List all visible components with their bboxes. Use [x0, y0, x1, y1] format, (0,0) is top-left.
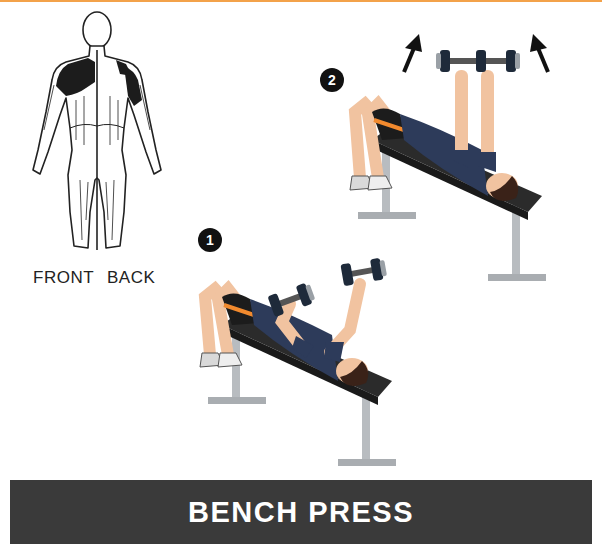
highlighted-muscles: [56, 58, 142, 106]
callout-circle: [320, 68, 344, 92]
view-label: FRONT: [33, 268, 94, 288]
title: BENCH PRESS: [10, 480, 592, 544]
callout-circle: [198, 228, 222, 252]
top-rule: [0, 0, 602, 2]
muscle-chart: [33, 12, 161, 250]
callout-number: 1: [198, 228, 222, 252]
view-label: BACK: [107, 268, 155, 288]
dumbbell: [436, 50, 520, 72]
dumbbell: [267, 257, 387, 317]
motion-arrows: [404, 34, 548, 72]
lifter: [350, 70, 518, 201]
bench: [358, 128, 546, 281]
callout-number: 2: [320, 68, 344, 92]
lifter: [200, 284, 368, 386]
